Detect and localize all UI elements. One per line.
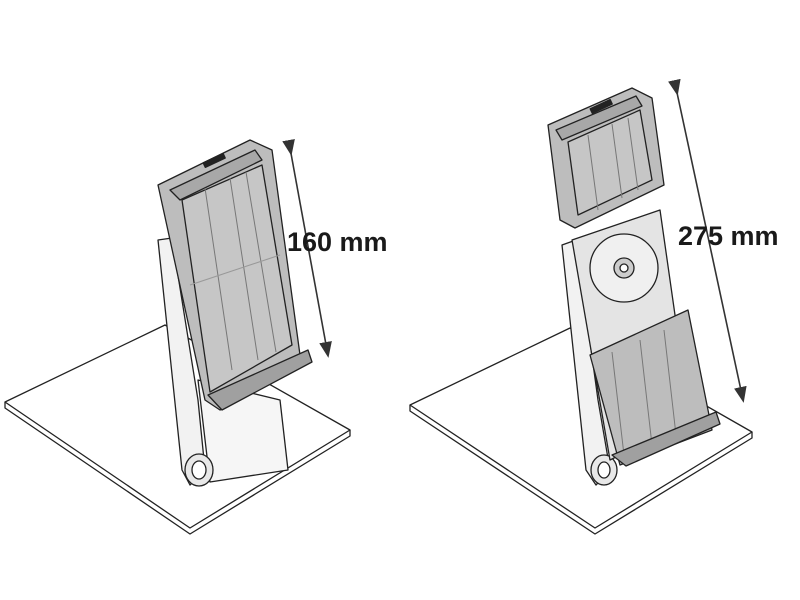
right-stand bbox=[409, 87, 753, 535]
left-dimension-arrow bbox=[282, 138, 332, 358]
right-dimension-label: 275 mm bbox=[678, 221, 779, 251]
left-stand bbox=[4, 139, 351, 535]
left-dimension-label: 160 mm bbox=[287, 227, 388, 257]
right-dimension-arrow bbox=[668, 78, 747, 403]
